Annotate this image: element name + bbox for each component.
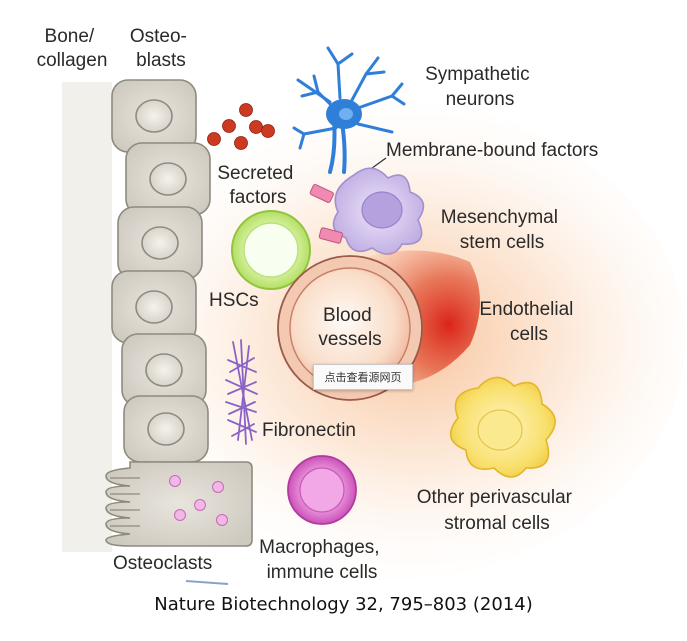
fibronectin-label: Fibronectin [262, 420, 356, 441]
citation-text: Nature Biotechnology 32, 795–803 (2014) [154, 594, 533, 615]
mesenchymal-stem-cells-label: Mesenchymal stem cells [441, 207, 564, 253]
mesenchymal-stem-cell [332, 167, 425, 255]
hsc-cell [231, 210, 311, 290]
secreted-factors-label: Secreted factors [217, 163, 298, 208]
membrane-bound-factor-tags [309, 183, 343, 244]
osteoblast-column [111, 79, 211, 463]
osteoblasts-label: Osteo- blasts [130, 26, 192, 71]
perivascular-stromal-cell [449, 376, 556, 478]
sympathetic-neuron [292, 46, 406, 174]
scale-bar [185, 580, 229, 585]
osteoclast [105, 461, 253, 547]
macrophage-cell [287, 455, 357, 525]
bone-collagen-strip [62, 82, 112, 552]
osteoclasts-label: Osteoclasts [113, 553, 212, 574]
hscs-label: HSCs [209, 290, 259, 311]
other-perivascular-stromal-cells-label: Other perivascular stromal cells [417, 487, 578, 534]
membrane-bound-factors-label: Membrane-bound factors [386, 140, 598, 161]
fibronectin-fibers [225, 339, 258, 445]
endothelial-cells-label: Endothelial cells [479, 299, 578, 345]
secreted-factor-dots [207, 103, 275, 150]
sympathetic-neurons-label: Sympathetic neurons [425, 64, 535, 110]
view-source-page-button[interactable]: 点击查看源网页 [313, 364, 413, 390]
bone-collagen-label: Bone/ collagen [37, 26, 108, 71]
macrophages-immune-cells-label: Macrophages, immune cells [259, 537, 385, 583]
blood-vessels-label: Blood vessels [318, 305, 381, 350]
